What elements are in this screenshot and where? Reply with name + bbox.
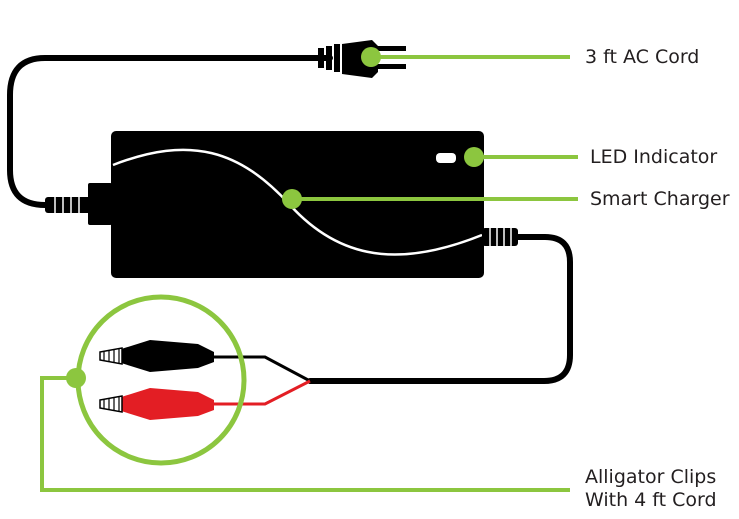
alligator-clips-label: Alligator Clips With 4 ft Cord — [585, 466, 717, 512]
led-indicator — [436, 153, 456, 163]
clips-callout-circle — [75, 294, 247, 466]
ac-cord-label: 3 ft AC Cord — [585, 46, 700, 68]
clips-leader — [40, 376, 570, 492]
alligator-clips-label-line1: Alligator Clips — [585, 466, 717, 488]
smart-charger-dot — [282, 189, 302, 209]
red-wire — [210, 379, 311, 406]
led-dot — [464, 147, 484, 167]
black-alligator-clip — [99, 340, 214, 372]
alligator-clips-label-line2: With 4 ft Cord — [585, 489, 717, 511]
smart-charger-label: Smart Charger — [590, 188, 730, 210]
led-indicator-label: LED Indicator — [590, 146, 718, 168]
red-alligator-clip — [99, 388, 214, 420]
ac-strain-relief — [45, 183, 112, 225]
leader-lines — [40, 55, 578, 492]
dc-strain-relief — [482, 228, 518, 246]
dc-cord — [307, 234, 573, 384]
ac-cord — [7, 55, 333, 208]
clips-dot — [66, 368, 86, 388]
black-wire — [210, 355, 311, 383]
ac-cord-dot — [361, 47, 381, 67]
